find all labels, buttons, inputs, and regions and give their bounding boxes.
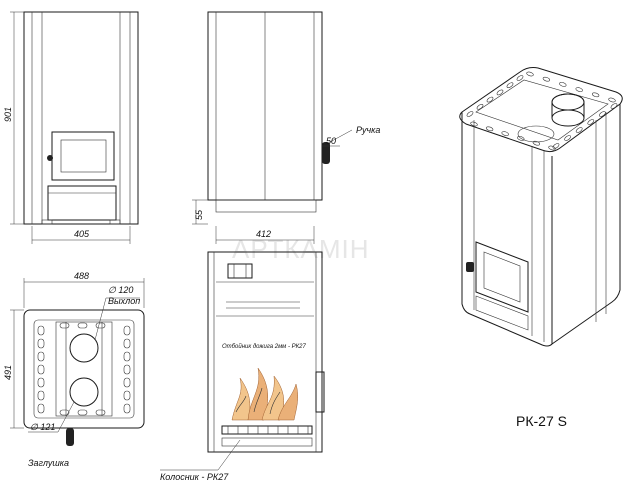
- iso-slot: [575, 127, 583, 133]
- iso-slot: [526, 71, 534, 77]
- deflector-label: Отбойник дожига 2мм - РК27: [222, 343, 307, 350]
- plug-diameter: ∅ 121: [30, 422, 55, 432]
- iso-slot: [506, 82, 514, 88]
- iso-slot: [610, 103, 618, 109]
- top-width-dim: 488: [74, 271, 89, 281]
- iso-slot: [542, 76, 551, 82]
- iso-slot: [599, 111, 606, 117]
- iso-slot: [564, 135, 571, 141]
- grate-bars: [227, 426, 309, 434]
- iso-slot: [575, 87, 583, 92]
- watermark: АРТКАМІН: [232, 234, 370, 264]
- iso-slot: [486, 96, 494, 103]
- flame-icon: [231, 367, 298, 421]
- iso-slot: [608, 97, 616, 103]
- front-height-dim: 901: [3, 107, 13, 122]
- leg-dim: 55: [194, 209, 204, 220]
- iso-vent-slots: [466, 71, 618, 151]
- grate-label: Колосник - РК27: [160, 472, 229, 482]
- door-handle-icon: [47, 155, 53, 161]
- handle-dim: 50: [326, 136, 336, 146]
- vent-slot: [123, 338, 131, 349]
- vent-slot: [123, 325, 131, 336]
- vent-slot: [123, 364, 131, 375]
- iso-view: РК-27 S: [459, 67, 623, 429]
- top-view: ∅ 120 Выхлоп ∅ 121 Заглушка 488 491: [3, 271, 145, 468]
- iso-handle-icon: [466, 262, 474, 272]
- vent-slots: [37, 322, 131, 416]
- plug-label: Заглушка: [28, 458, 69, 468]
- vent-slot: [59, 409, 70, 416]
- vent-slot: [77, 322, 88, 329]
- handle-label: Ручка: [356, 125, 380, 135]
- vent-slot: [37, 364, 45, 375]
- plug-circle: [69, 377, 99, 407]
- front-width-dim: 405: [74, 229, 90, 239]
- iso-slot: [516, 75, 524, 81]
- plug-handle-icon: [66, 428, 74, 446]
- front-view: 901 405: [3, 11, 139, 244]
- iso-slot: [501, 131, 509, 136]
- vent-slot: [37, 390, 45, 401]
- iso-slot: [470, 121, 478, 127]
- vent-slot: [59, 322, 70, 329]
- iso-slot: [496, 89, 504, 96]
- vent-slot: [37, 325, 45, 336]
- vent-slot: [37, 377, 45, 388]
- outlet-circle: [69, 333, 99, 363]
- outlet-diameter: ∅ 120: [108, 285, 133, 295]
- iso-slot: [476, 104, 484, 110]
- iso-slot: [587, 119, 595, 125]
- iso-slot: [552, 143, 560, 149]
- vent-slot: [95, 322, 106, 329]
- vent-slot: [95, 409, 106, 416]
- vent-slot: [37, 403, 45, 414]
- vent-slot: [123, 403, 131, 414]
- vent-slot: [123, 377, 131, 388]
- side-view: Ручка 50 55 412: [192, 11, 380, 244]
- vent-slot: [37, 351, 45, 362]
- iso-slot: [466, 111, 474, 117]
- model-name: РК-27 S: [516, 413, 567, 429]
- vent-slot: [123, 351, 131, 362]
- door-profile: [315, 371, 325, 413]
- iso-slot: [517, 136, 525, 141]
- iso-slot: [559, 82, 567, 87]
- iso-slot: [591, 92, 600, 98]
- vent-slot: [37, 338, 45, 349]
- top-depth-dim: 491: [3, 365, 13, 380]
- side-width-dim: 412: [256, 229, 271, 239]
- vent-slot: [123, 390, 131, 401]
- iso-slot: [485, 126, 494, 132]
- handle-icon: [322, 142, 330, 164]
- vent-slot: [77, 409, 88, 416]
- outlet-label: Выхлоп: [108, 296, 140, 306]
- iso-slot: [532, 140, 541, 146]
- section-view: Отбойник дожига 2мм - РК27 Колосник - РК…: [160, 251, 325, 482]
- iso-slot: [548, 145, 556, 151]
